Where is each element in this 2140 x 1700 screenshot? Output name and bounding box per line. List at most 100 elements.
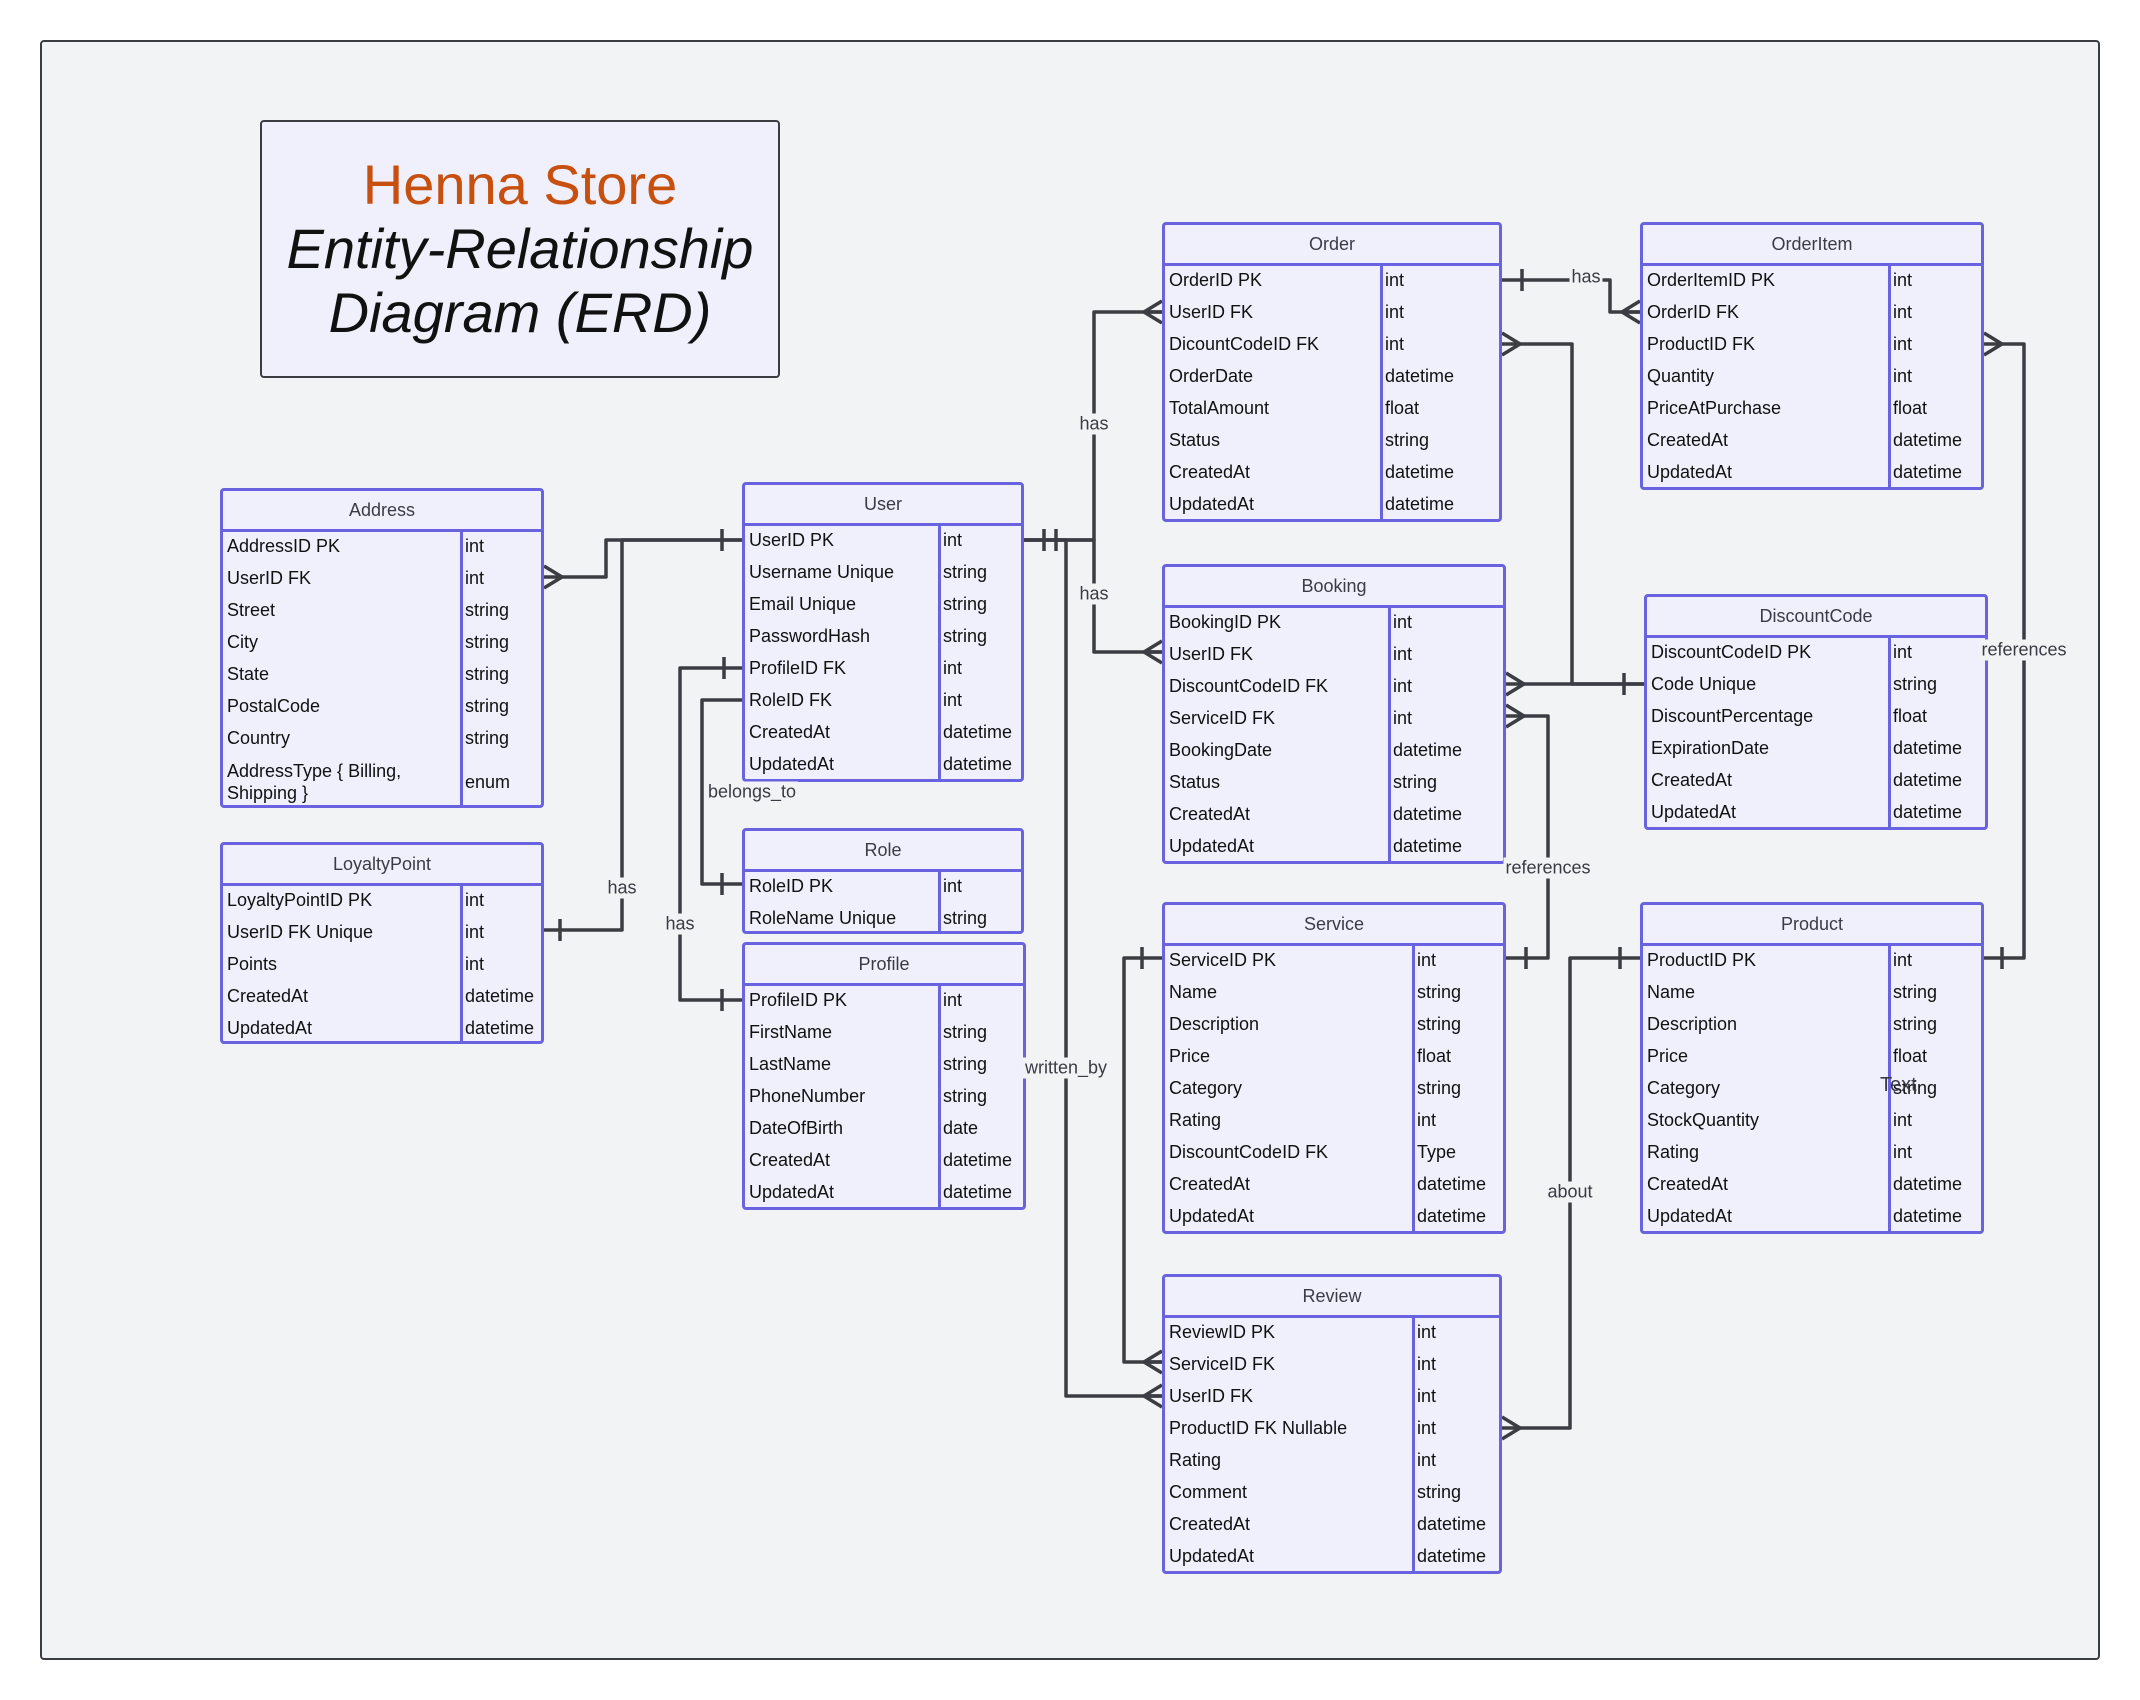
- attribute-name: PostalCode: [227, 696, 321, 716]
- diagram-title-box[interactable]: Henna Store Entity-Relationship Diagram …: [260, 120, 780, 378]
- attribute-name: DicountCodeID FK: [1169, 334, 1320, 354]
- attribute-row[interactable]: AddressType { Billing, Shipping }enum: [223, 756, 541, 805]
